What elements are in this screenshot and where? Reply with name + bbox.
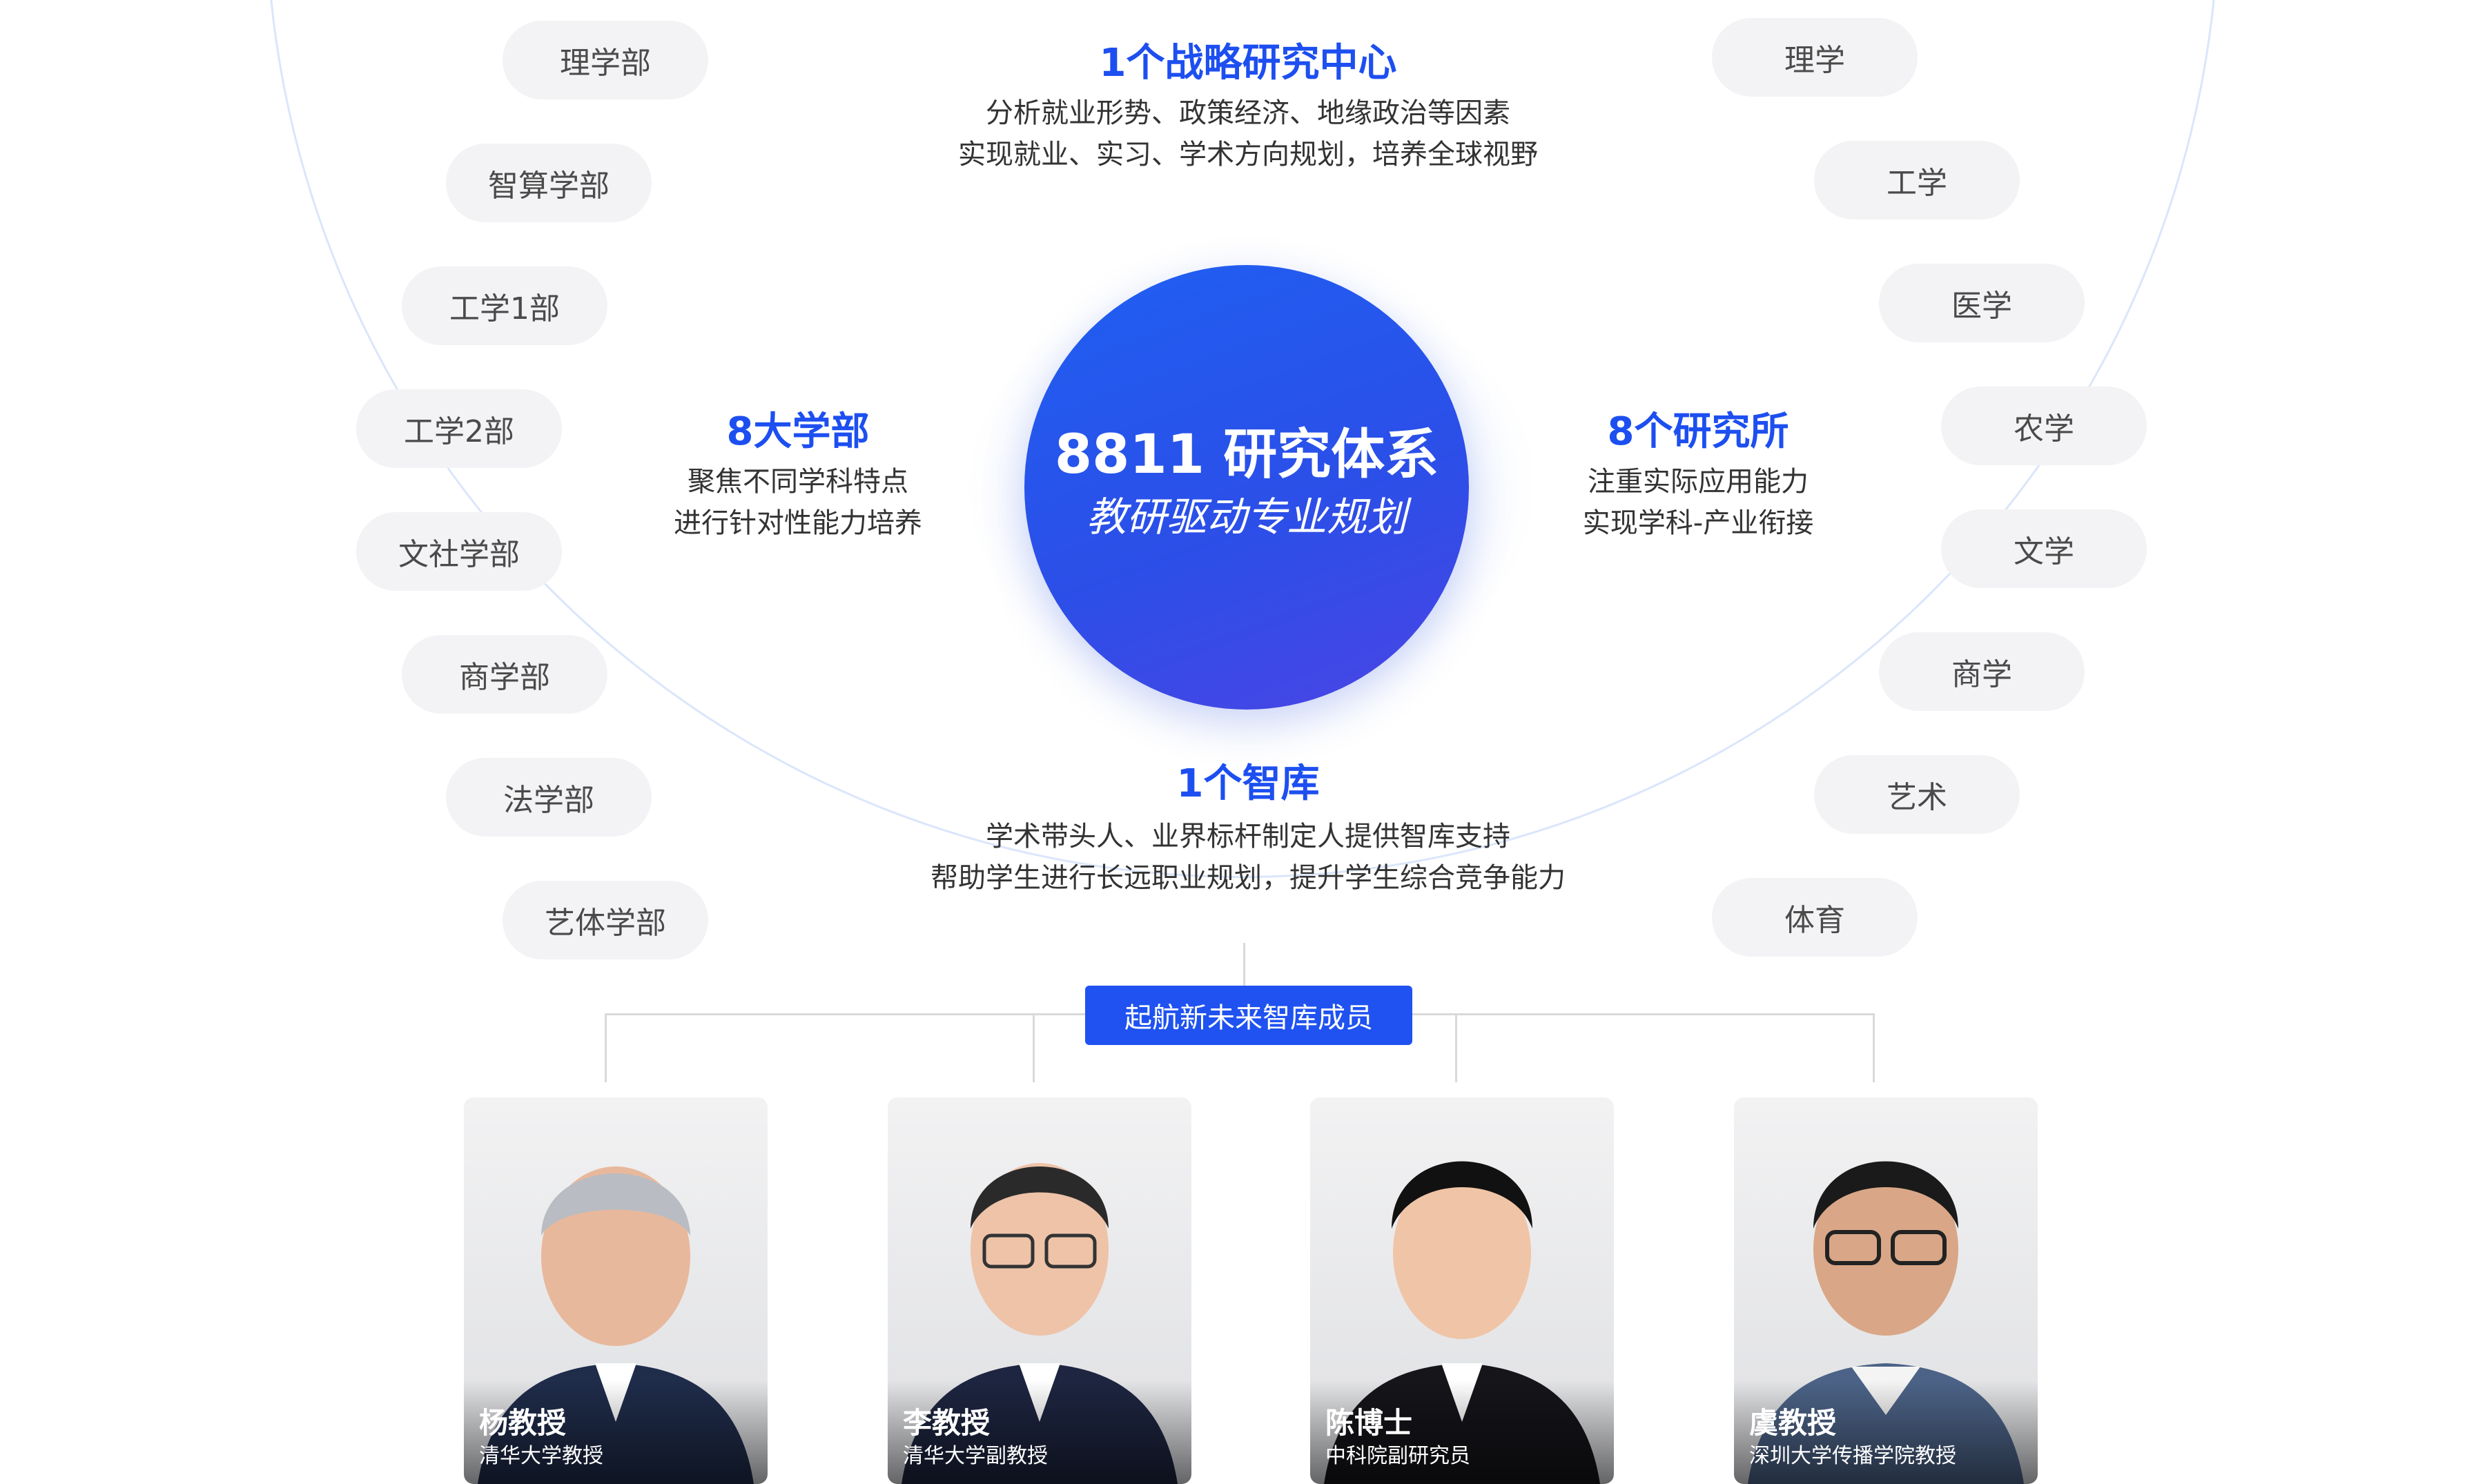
think-tank-desc-1: 学术带头人、业界标杆制定人提供智库支持 — [986, 821, 1510, 852]
departments-desc-1: 聚焦不同学科特点 — [688, 466, 908, 498]
member-role: 清华大学教授 — [479, 1444, 603, 1468]
research-system-title: 8811 研究体系 — [1054, 424, 1439, 486]
strategy-center-title: 1个战略研究中心 — [1099, 41, 1397, 86]
departments-block: 8大学部 聚焦不同学科特点 进行针对性能力培养 — [674, 404, 922, 544]
think-tank-desc-2: 帮助学生进行长远职业规划，提升学生综合竞争能力 — [930, 862, 1566, 894]
think-tank-block: 1个智库 学术带头人、业界标杆制定人提供智库支持 帮助学生进行长远职业规划，提升… — [930, 756, 1566, 899]
member-caption: 陈博士 中科院副研究员 — [1310, 1380, 1614, 1484]
member-card[interactable]: 陈博士 中科院副研究员 — [1310, 1097, 1614, 1484]
institute-pill-business[interactable]: 商学 — [1879, 632, 2085, 711]
institute-pill-art[interactable]: 艺术 — [1814, 755, 2020, 834]
department-pill-humanities[interactable]: 文社学部 — [356, 512, 562, 591]
departments-desc-2: 进行针对性能力培养 — [674, 507, 922, 539]
member-caption: 杨教授 清华大学教授 — [464, 1380, 768, 1484]
department-pill-business[interactable]: 商学部 — [402, 635, 607, 714]
departments-title: 8大学部 — [726, 409, 870, 454]
member-name: 虞教授 — [1749, 1406, 1837, 1440]
member-card[interactable]: 杨教授 清华大学教授 — [464, 1097, 768, 1484]
strategy-center-desc-2: 实现就业、实习、学术方向规划，培养全球视野 — [958, 139, 1538, 170]
institutes-desc-2: 实现学科-产业衔接 — [1582, 507, 1814, 539]
research-system-subtitle: 教研驱动专业规划 — [1086, 494, 1407, 540]
think-tank-title: 1个智库 — [1176, 761, 1320, 806]
department-pill-science[interactable]: 理学部 — [503, 21, 708, 99]
institute-pill-medicine[interactable]: 医学 — [1879, 264, 2085, 342]
member-name: 李教授 — [903, 1406, 991, 1440]
institutes-title: 8个研究所 — [1607, 409, 1789, 454]
member-role: 深圳大学传播学院教授 — [1749, 1444, 1956, 1468]
connector-vertical — [1243, 943, 1245, 987]
institute-pill-sports[interactable]: 体育 — [1712, 878, 1918, 957]
institutes-desc-1: 注重实际应用能力 — [1588, 466, 1809, 498]
department-pill-engineering-2[interactable]: 工学2部 — [356, 389, 562, 468]
department-pill-law[interactable]: 法学部 — [446, 758, 652, 837]
strategy-center-block: 1个战略研究中心 分析就业形势、政策经济、地缘政治等因素 实现就业、实习、学术方… — [958, 36, 1538, 175]
member-caption: 李教授 清华大学副教授 — [888, 1380, 1191, 1484]
department-pill-engineering-1[interactable]: 工学1部 — [402, 266, 607, 345]
department-pill-computing[interactable]: 智算学部 — [446, 144, 652, 222]
member-name: 杨教授 — [479, 1406, 567, 1440]
member-role: 中科院副研究员 — [1325, 1444, 1470, 1468]
strategy-center-desc-1: 分析就业形势、政策经济、地缘政治等因素 — [986, 97, 1510, 129]
department-pill-arts-sports[interactable]: 艺体学部 — [503, 881, 708, 959]
institute-pill-science[interactable]: 理学 — [1712, 18, 1918, 97]
institute-pill-engineering[interactable]: 工学 — [1814, 141, 2020, 219]
institute-pill-agriculture[interactable]: 农学 — [1941, 387, 2147, 465]
member-card[interactable]: 李教授 清华大学副教授 — [888, 1097, 1191, 1484]
member-name: 陈博士 — [1325, 1406, 1413, 1440]
member-role: 清华大学副教授 — [903, 1444, 1048, 1468]
research-system-circle: 8811 研究体系 教研驱动专业规划 — [1024, 265, 1469, 710]
member-card[interactable]: 虞教授 深圳大学传播学院教授 — [1734, 1097, 2038, 1484]
member-caption: 虞教授 深圳大学传播学院教授 — [1734, 1380, 2038, 1484]
think-tank-members-button[interactable]: 起航新未来智库成员 — [1085, 986, 1412, 1045]
institute-pill-literature[interactable]: 文学 — [1941, 509, 2147, 588]
institutes-block: 8个研究所 注重实际应用能力 实现学科-产业衔接 — [1583, 404, 1813, 544]
